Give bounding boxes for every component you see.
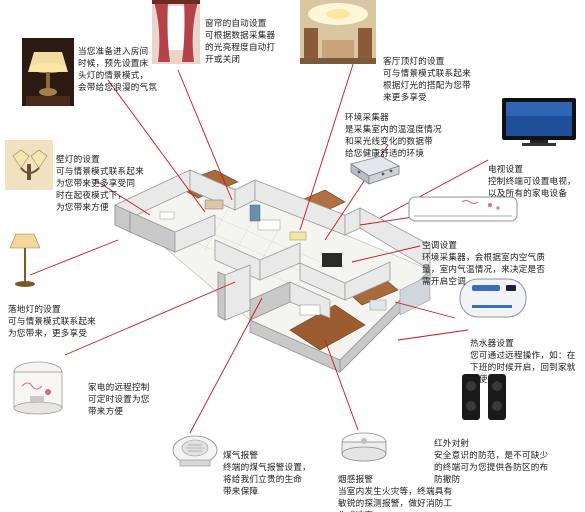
gas-alarm-caption-text: 煤气报警 终端的煤气报警设置， 将给我们立贵的生命 带来保障 bbox=[223, 451, 311, 497]
environment-collector-icon bbox=[350, 155, 400, 185]
rice-cooker-icon bbox=[13, 361, 63, 415]
water-heater-caption-text: 热水器设置 您可通过远程操作，如：在 下班的时候开启，回到家就 可使用了 bbox=[470, 339, 576, 385]
curtain-photo bbox=[152, 0, 200, 64]
gas-detector-icon bbox=[172, 435, 218, 467]
aircon-caption-text: 空调设置 环境采集器，会根据室内空气质 量，室内气温情况，来决定是否 需开启空调 bbox=[422, 241, 546, 287]
ceiling-light-caption-text: 客厅顶灯的设置 可与情景模式联系起来 根据灯光的搭配为您带 来更多享受 bbox=[383, 57, 471, 103]
water-heater-caption: 热水器设置 您可通过远程操作，如：在 下班的时候开启，回到家就 可使用了 bbox=[470, 326, 576, 398]
gas-alarm-caption: 煤气报警 终端的煤气报警设置， 将给我们立贵的生命 带来保障 bbox=[223, 438, 311, 510]
tv-caption: 电视设置 控制终端可设置电视， 以及所有的家电设备 bbox=[488, 152, 576, 212]
smoke-alarm-caption: 烟感报警 当室内发生火灾等，终端具有 敏锐的探测报警，做好消防工 作或逃离 bbox=[338, 462, 452, 512]
infrared-caption: 红外对射 安全意识的防范，是不可缺少 的终端可为您提供各防区的布 防撤防 bbox=[434, 426, 548, 498]
floor-lamp-icon bbox=[9, 233, 41, 287]
curtain-caption: 窗帘的自动设置 可根据数据采集器 的光亮程度自动打 开或关闭 bbox=[205, 6, 275, 78]
aircon-caption: 空调设置 环境采集器，会根据室内空气质 量，室内气温情况，来决定是否 需开启空调 bbox=[422, 228, 545, 300]
infrared-beam-sensor-icon bbox=[462, 374, 506, 420]
infrared-caption-text: 红外对射 安全意识的防范，是不可缺少 的终端可为您提供各防区的布 防撤防 bbox=[434, 439, 549, 485]
bedside-lamp-caption-text: 当您准备进入房间 时候，预先设置床 头灯的情景模式， 会带给您浪漫的气氛 bbox=[78, 47, 158, 93]
tv-icon bbox=[502, 98, 576, 146]
bedside-lamp-photo bbox=[22, 38, 74, 106]
wall-lamp-caption: 壁灯的设置 可与情景模式联系起来 为您带来更多享受同 时在起夜模式下， 为您带来… bbox=[56, 142, 144, 226]
environment-collector-caption-text: 环境采集器 是采集室内的温湿度情况 和采光线变化的数据带 给您健康舒适的环境 bbox=[345, 113, 442, 159]
bedside-lamp-caption: 当您准备进入房间 时候，预先设置床 头灯的情景模式， 会带给您浪漫的气氛 bbox=[78, 34, 157, 106]
water-heater-icon bbox=[459, 278, 527, 318]
ceiling-light-photo bbox=[300, 0, 376, 64]
smoke-detector-icon bbox=[341, 432, 387, 462]
smoke-alarm-caption-text: 烟感报警 当室内发生火灾等，终端具有 敏锐的探测报警，做好消防工 作或逃离 bbox=[338, 475, 453, 512]
environment-collector-caption: 环境采集器 是采集室内的温湿度情况 和采光线变化的数据带 给您健康舒适的环境 bbox=[345, 100, 442, 172]
wall-lamp-icon bbox=[5, 140, 53, 190]
appliance-caption: 家电的远程控制 可定时设置为您 带来方便 bbox=[88, 370, 150, 430]
curtain-caption-text: 窗帘的自动设置 可根据数据采集器 的光亮程度自动打 开或关闭 bbox=[205, 19, 276, 65]
appliance-caption-text: 家电的远程控制 可定时设置为您 带来方便 bbox=[88, 383, 150, 417]
air-conditioner-icon bbox=[408, 196, 518, 222]
floor-lamp-caption-text: 落地灯的设置 可与情景模式联系起来 为您带来，更多享受 bbox=[8, 305, 96, 339]
ceiling-light-caption: 客厅顶灯的设置 可与情景模式联系起来 根据灯光的搭配为您带 来更多享受 bbox=[383, 44, 471, 116]
wall-lamp-caption-text: 壁灯的设置 可与情景模式联系起来 为您带来更多享受同 时在起夜模式下， 为您带来… bbox=[56, 155, 144, 213]
floor-lamp-caption: 落地灯的设置 可与情景模式联系起来 为您带来，更多享受 bbox=[8, 292, 96, 352]
tv-caption-text: 电视设置 控制终端可设置电视， 以及所有的家电设备 bbox=[488, 165, 576, 199]
